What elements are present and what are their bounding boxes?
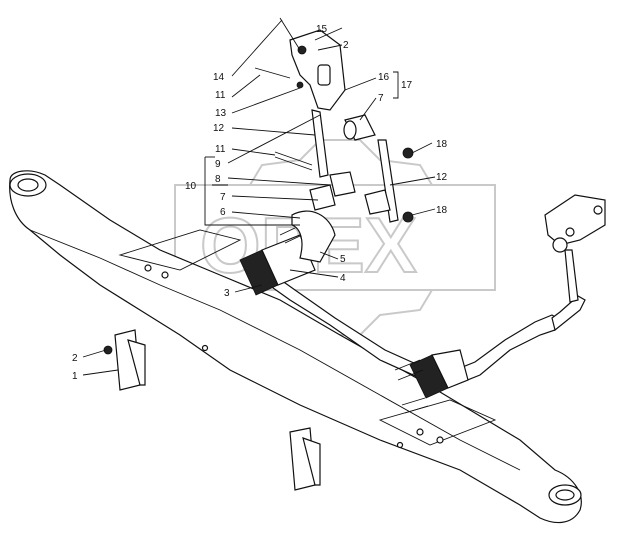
- front-axle-beam: [9, 170, 582, 524]
- right-bracket: [544, 194, 606, 246]
- callout-18-upper: 18: [436, 139, 448, 150]
- nut-18-lower: [402, 211, 414, 223]
- callout-13: 13: [215, 108, 227, 119]
- upper-bracket: [254, 17, 346, 111]
- callout-4: 4: [340, 273, 346, 284]
- callout-16: 16: [378, 72, 390, 83]
- bar-clamps: [239, 210, 469, 399]
- callout-labels: 15 2 14 11 13 16 17 7 12 18 11 9 8 10 7 …: [72, 24, 448, 382]
- callout-11-lower: 11: [215, 144, 226, 155]
- callout-15: 15: [316, 24, 328, 35]
- callout-9: 9: [215, 159, 221, 170]
- callout-2-lower: 2: [72, 353, 78, 364]
- callout-3: 3: [224, 288, 230, 299]
- callout-10: 10: [185, 181, 197, 192]
- callout-7-lower: 7: [220, 192, 226, 203]
- callout-18-lower: 18: [436, 205, 448, 216]
- callout-7-upper: 7: [378, 93, 384, 104]
- callout-12-lower: 12: [436, 172, 448, 183]
- bolts: [274, 151, 313, 171]
- callout-2-upper: 2: [343, 40, 349, 51]
- leader-lines: [82, 19, 436, 376]
- callout-6: 6: [220, 207, 226, 218]
- callout-8: 8: [215, 174, 221, 185]
- callout-14: 14: [213, 72, 225, 83]
- callout-1: 1: [72, 371, 78, 382]
- callout-17: 17: [401, 80, 413, 91]
- callout-5: 5: [340, 254, 346, 265]
- links: [311, 109, 579, 303]
- callout-11-upper: 11: [215, 90, 226, 101]
- rubber-bushings: [309, 114, 391, 215]
- loose-clamps: [103, 329, 321, 491]
- nut-18-upper: [402, 147, 414, 159]
- callout-12-upper: 12: [213, 123, 225, 134]
- u-bolts: [279, 227, 429, 414]
